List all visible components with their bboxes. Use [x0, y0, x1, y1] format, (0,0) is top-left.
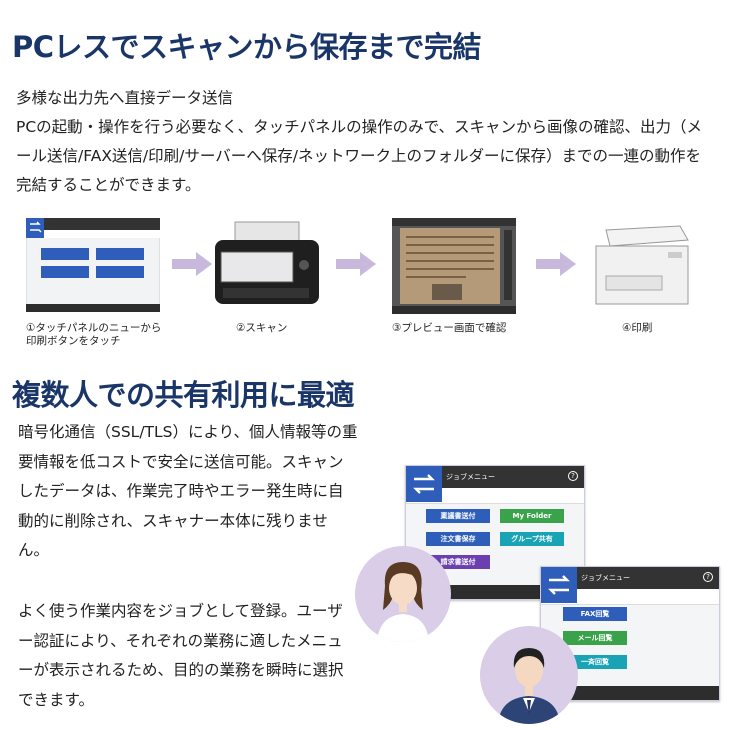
screen1-toolbar [406, 488, 584, 504]
job-button-mail[interactable]: メール回覧 [563, 631, 627, 645]
section2-body2: よく使う作業内容をジョブとして登録。ユーザー認証により、それぞれの業務に適したメ… [18, 602, 344, 709]
section1-body: 多様な出力先へ直接データ送信 PCの起動・操作を行う必要なく、タッチパネルの操作… [16, 84, 716, 200]
woman-avatar [355, 546, 451, 642]
step1-caption-line1: ①タッチパネルのニューから [26, 322, 162, 334]
touch-panel-screen-image [26, 218, 160, 312]
section1-title: PCレスでスキャンから保存まで完結 [12, 30, 482, 64]
printer-image [595, 225, 689, 305]
step1-caption: ①タッチパネルのニューから 印刷ボタンをタッチ [26, 322, 161, 348]
job-button-1[interactable]: 稟議書送付 [426, 509, 490, 523]
preview-screen-image [392, 218, 516, 314]
step4-caption: ④印刷 [622, 322, 653, 334]
step3-caption: ③プレビュー画面で確認 [392, 322, 507, 334]
man-avatar [480, 626, 578, 724]
job-button-fax[interactable]: FAX回覧 [563, 607, 627, 621]
screen1-title: ジョブメニュー [446, 473, 495, 481]
scanner-image [215, 221, 319, 304]
screen2-toolbar [541, 589, 719, 605]
job-button-4[interactable]: グループ共有 [500, 532, 564, 546]
swap-arrows-icon[interactable] [541, 567, 577, 603]
job-button-all[interactable]: 一斉回覧 [563, 655, 627, 669]
job-button-2[interactable]: My Folder [500, 509, 564, 523]
help-icon[interactable]: ? [568, 471, 578, 481]
screen1-topbar: ジョブメニュー ? [406, 466, 584, 488]
section2-body1: 暗号化通信（SSL/TLS）により、個人情報等の重要情報を低コストで安全に送信可… [18, 423, 358, 559]
job-button-3[interactable]: 注文書保存 [426, 532, 490, 546]
swap-arrows-icon[interactable] [406, 466, 442, 502]
workflow-steps: ①タッチパネルのニューから 印刷ボタンをタッチ ②スキャン ③プレビュー画面で確… [26, 218, 706, 348]
section1-text: PCの起動・操作を行う必要なく、タッチパネルの操作のみで、スキャンから画像の確認… [16, 118, 703, 194]
section1-subtitle: 多様な出力先へ直接データ送信 [16, 89, 234, 107]
step1-caption-line2: 印刷ボタンをタッチ [26, 335, 121, 347]
job-menu-screen-2: ジョブメニュー ? FAX回覧 メール回覧 一斉回覧 [540, 566, 720, 701]
help-icon[interactable]: ? [703, 572, 713, 582]
screen2-topbar: ジョブメニュー ? [541, 567, 719, 589]
step2-caption: ②スキャン [236, 322, 288, 334]
screen2-title: ジョブメニュー [581, 574, 630, 582]
screen2-bottombar [541, 686, 719, 700]
section2-title: 複数人での共有利用に最適 [12, 378, 355, 412]
